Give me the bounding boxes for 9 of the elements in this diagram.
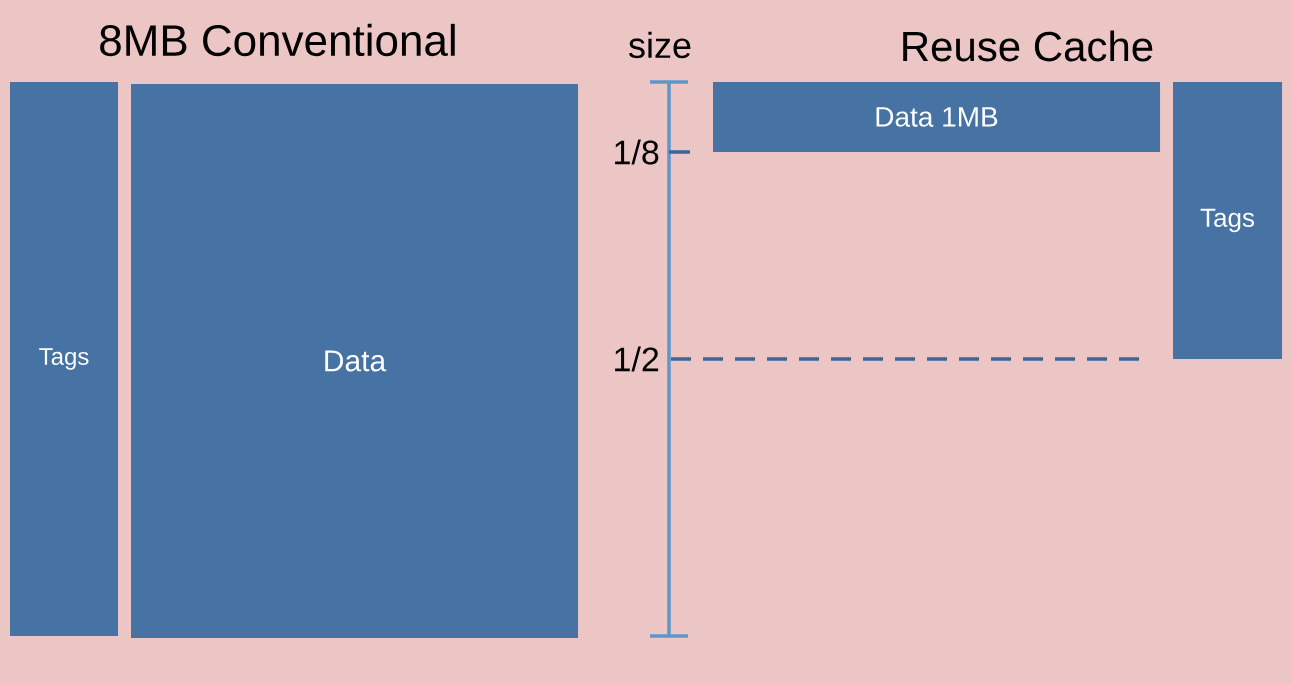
memory-block: Data [131,84,578,638]
heading: Reuse Cache [903,30,1153,62]
axis-label: 1/2 [615,346,659,372]
memory-block: Tags [10,82,118,636]
heading: 8MB Conventional [100,23,455,57]
memory-block: Data 1MB [713,82,1160,152]
memory-block: Tags [1173,82,1282,359]
axis-label: size [629,31,691,59]
axis-label: 1/8 [615,139,659,165]
